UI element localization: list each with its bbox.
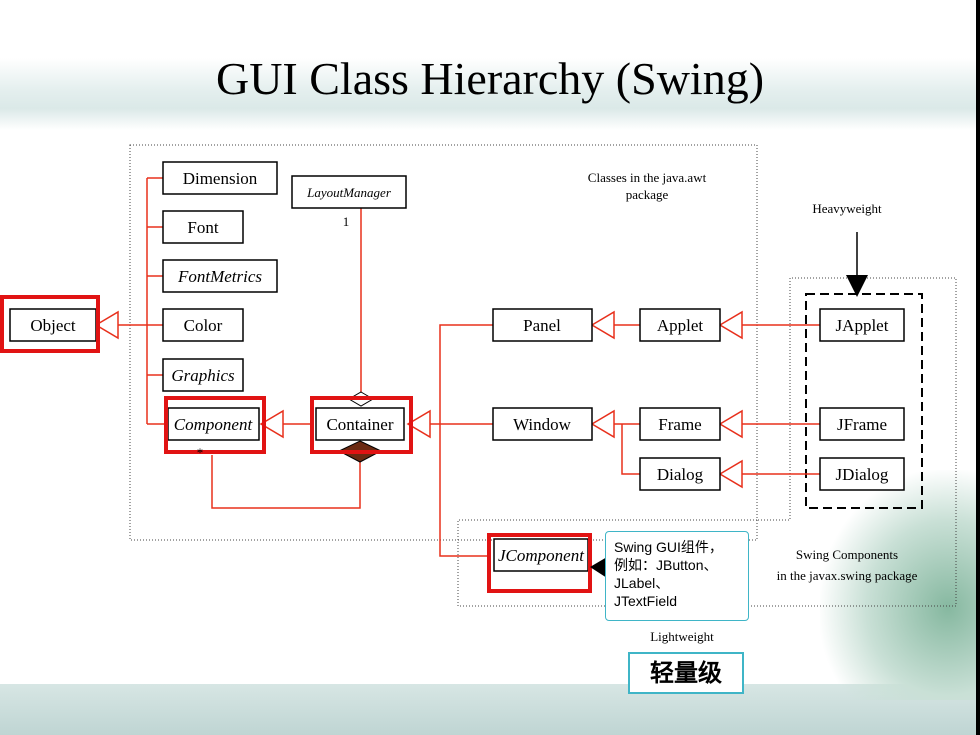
heavyweight-group [805, 293, 923, 509]
header-band [0, 58, 980, 130]
highlight-component [164, 396, 266, 454]
callout-line-1: Swing GUI组件， [614, 539, 723, 555]
node-frame-box [639, 407, 721, 441]
right-edge-bar [976, 0, 980, 735]
lightweight-chinese-label: 轻量级 [628, 652, 744, 694]
node-fontmetrics-box [162, 259, 278, 293]
node-graphics-box [162, 358, 244, 392]
node-object-label: Object [30, 316, 76, 335]
node-panel-label: Panel [523, 316, 561, 335]
node-component-label: Component [174, 415, 254, 434]
node-panel-box [492, 308, 593, 342]
node-container-label: Container [326, 415, 393, 434]
node-jcomponent-label: JComponent [498, 546, 585, 565]
node-window-label: Window [513, 415, 572, 434]
lightweight-label: Lightweight [650, 629, 714, 644]
awt-package-label-line1: Classes in the java.awt [588, 170, 707, 185]
multiplicity-many: * [197, 445, 204, 460]
node-jcomponent-box [493, 538, 589, 572]
callout-line-4: JTextField [614, 593, 678, 609]
node-object-box [9, 308, 97, 342]
highlight-frames [0, 295, 592, 593]
node-component-box [167, 407, 260, 441]
node-jframe-label: JFrame [837, 415, 887, 434]
heavyweight-label: Heavyweight [812, 201, 882, 216]
awt-package-label-line2: package [626, 187, 669, 202]
node-applet-label: Applet [657, 316, 704, 335]
node-font-box [162, 210, 244, 244]
highlight-container [310, 396, 413, 454]
callout-line-3: JLabel、 [614, 575, 670, 591]
multiplicity-one: 1 [343, 214, 350, 229]
highlight-object [0, 295, 100, 353]
node-dialog-label: Dialog [657, 465, 704, 484]
highlight-jcomponent [487, 533, 592, 593]
callout-pointer [590, 557, 607, 578]
node-font-label: Font [187, 218, 218, 237]
swing-components-callout: Swing GUI组件， 例如：JButton、 JLabel、 JTextFi… [605, 531, 749, 621]
node-dialog-box [639, 457, 721, 491]
footer-band [0, 684, 980, 735]
swing-package-label-line1: Swing Components [796, 547, 898, 562]
node-layoutmanager-label: LayoutManager [306, 185, 392, 200]
swing-package-label-line2: in the javax.swing package [777, 568, 918, 583]
node-container-box [315, 407, 405, 441]
heavyweight-arrow-head [846, 275, 868, 297]
node-jdialog-label: JDialog [836, 465, 889, 484]
node-japplet-box [819, 308, 905, 342]
node-dimension-label: Dimension [183, 169, 258, 188]
node-jdialog-box [819, 457, 905, 491]
node-layoutmanager-box [291, 175, 407, 209]
node-graphics-label: Graphics [171, 366, 235, 385]
inheritance-arrows [94, 310, 743, 489]
node-jframe-box [819, 407, 905, 441]
slide-title: GUI Class Hierarchy (Swing) [215, 53, 765, 104]
swing-package-region [457, 277, 957, 607]
node-dimension-box [162, 161, 278, 195]
node-fontmetrics-label: FontMetrics [177, 267, 262, 286]
callout-line-2: 例如：JButton、 [614, 557, 718, 573]
connector-lines [118, 177, 820, 557]
node-window-box [492, 407, 593, 441]
node-color-label: Color [184, 316, 223, 335]
awt-package-region [129, 144, 758, 541]
node-frame-label: Frame [658, 415, 701, 434]
node-color-box [162, 308, 244, 342]
node-applet-box [639, 308, 721, 342]
node-japplet-label: JApplet [836, 316, 889, 335]
